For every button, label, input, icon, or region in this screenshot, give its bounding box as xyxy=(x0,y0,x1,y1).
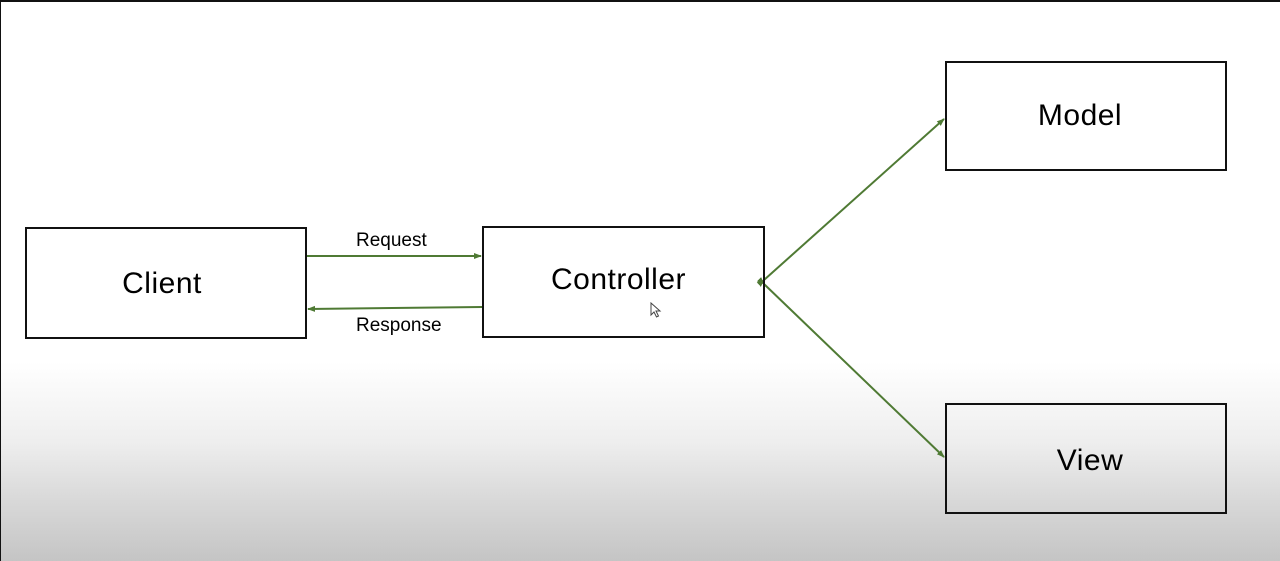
client-node: Client xyxy=(25,227,307,339)
controller-label: Controller xyxy=(550,263,687,296)
controller-view-arrow xyxy=(756,276,945,458)
response-edge-label: Response xyxy=(356,315,442,336)
view-node: View xyxy=(945,403,1227,514)
request-edge-label: Request xyxy=(356,230,427,251)
mouse-pointer-icon xyxy=(650,302,662,318)
view-label: View xyxy=(1056,443,1124,477)
model-node: Model xyxy=(945,61,1227,171)
response-arrow xyxy=(307,305,483,312)
controller-node: Controller xyxy=(482,226,765,338)
controller-model-arrow xyxy=(756,118,945,287)
client-label: Client xyxy=(122,267,202,300)
model-label: Model xyxy=(1037,99,1123,132)
